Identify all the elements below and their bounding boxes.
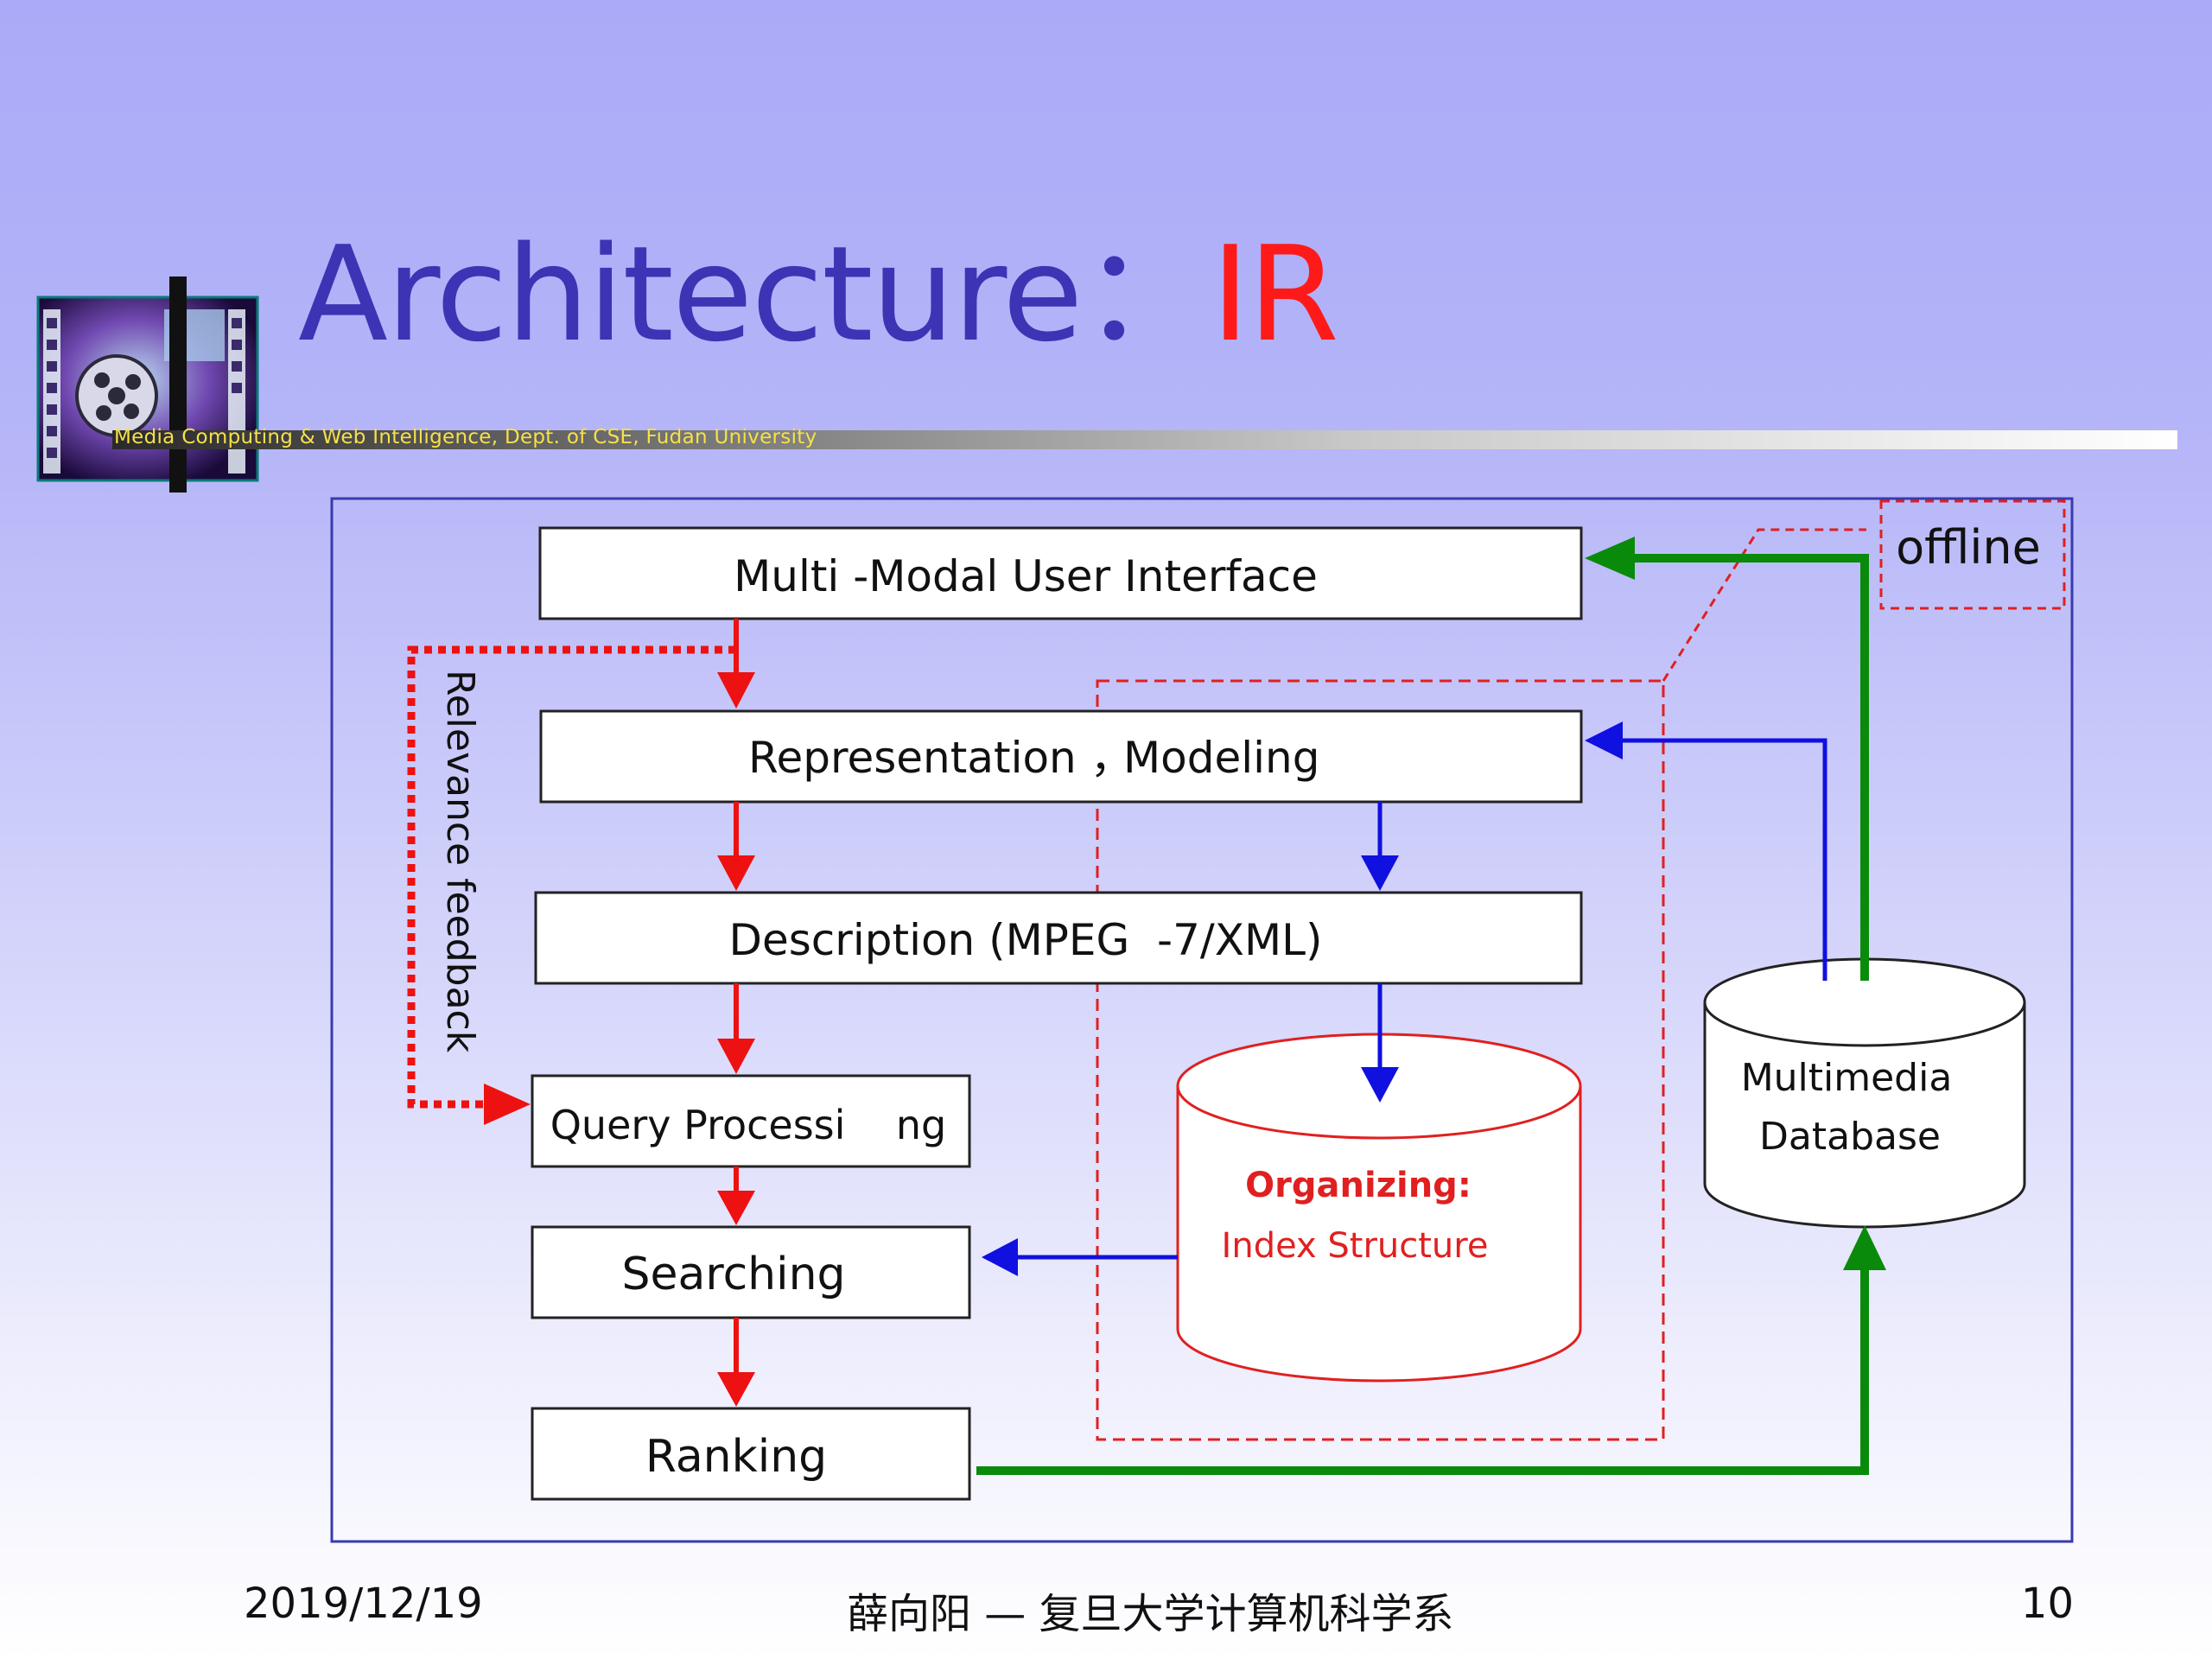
banner-text: Media Computing & Web Intelligence, Dept… [114, 426, 817, 448]
offline-label: offline [1896, 520, 2041, 575]
representation-box: Representation ， Modeling [539, 709, 1583, 804]
searching-label: Searching [621, 1249, 845, 1300]
index-structure-db: Organizing: Index Structure [1176, 1033, 1582, 1382]
multimedia-db-line2: Database [1759, 1115, 1941, 1159]
ranking-box: Ranking [531, 1407, 971, 1501]
film-reel-logo-icon [36, 276, 259, 493]
multimedia-database: Multimedia Database [1703, 957, 2026, 1229]
offline-region [1096, 679, 1665, 1441]
searching-box: Searching [531, 1225, 971, 1319]
relevance-feedback-label: Relevance feedback [438, 670, 482, 1053]
footer-date: 2019/12/19 [244, 1580, 483, 1628]
modeling-label: Modeling [1123, 733, 1319, 783]
footer-author: 薛向阳 — 复旦大学计算机科学系 [847, 1590, 1454, 1638]
description-label: Description (MPEG -7/XML) [728, 915, 1322, 965]
offline-label-box [1879, 499, 2066, 610]
blue-flow-arrows [982, 721, 1827, 1276]
ranking-label: Ranking [645, 1431, 827, 1483]
ui-box: Multi -Modal User Interface [538, 526, 1583, 620]
ui-box-label: Multi -Modal User Interface [734, 551, 1318, 601]
index-db-title: Organizing: [1245, 1166, 1471, 1205]
multimedia-db-line1: Multimedia [1741, 1056, 1953, 1100]
representation-label: Representation ， [748, 733, 1134, 783]
slide-title: Architecture：IR [298, 229, 1339, 360]
index-db-subtitle: Index Structure [1222, 1226, 1489, 1266]
offline-connector [1662, 528, 1866, 682]
page-number: 10 [2020, 1580, 2074, 1628]
red-flow-arrows [717, 619, 755, 1407]
header-divider-bar [112, 430, 2177, 449]
diagram-frame [330, 497, 2074, 1543]
query-processing-box: Query Processi ng [531, 1074, 971, 1168]
relevance-feedback-loop [407, 645, 736, 1125]
query-processing-label: Query Processi ng [550, 1102, 947, 1148]
description-box: Description (MPEG -7/XML) [534, 891, 1583, 985]
title-accent: IR [1211, 218, 1339, 371]
green-flow-arrows [976, 537, 1886, 1475]
title-text: Architecture： [298, 218, 1213, 371]
